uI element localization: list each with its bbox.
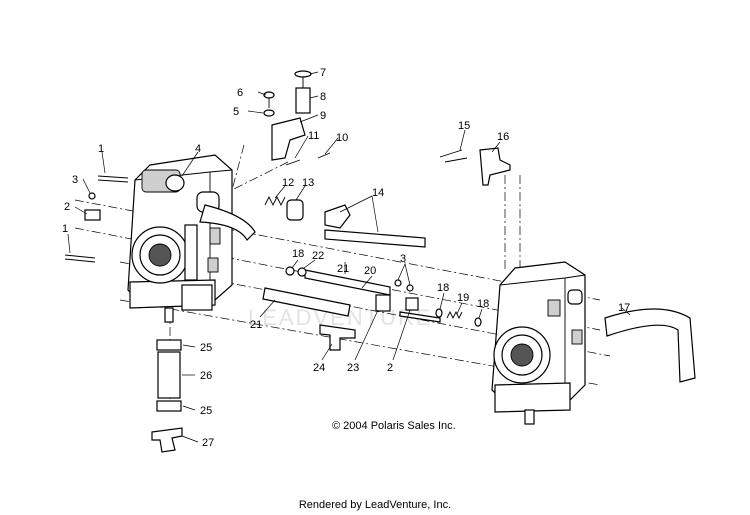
callout-8: 8 xyxy=(320,91,326,103)
callout-27: 27 xyxy=(202,437,214,449)
callout-1: 1 xyxy=(98,143,104,155)
callout-26: 26 xyxy=(200,370,212,382)
callout-4: 4 xyxy=(195,143,201,155)
left-carburetor xyxy=(127,154,256,323)
callout-24: 24 xyxy=(313,362,325,374)
small-parts xyxy=(64,70,511,453)
callout-2-right: 2 xyxy=(387,362,393,374)
callout-1-lower: 1 xyxy=(62,223,68,235)
callout-21: 21 xyxy=(337,263,349,275)
callout-3: 3 xyxy=(72,174,78,186)
callout-17: 17 xyxy=(618,302,630,314)
callout-3-right: 3 xyxy=(400,253,406,265)
callout-10: 10 xyxy=(336,132,348,144)
callout-25: 25 xyxy=(200,342,212,354)
callout-18-right-a: 18 xyxy=(437,282,449,294)
hoses xyxy=(262,229,441,351)
callout-12: 12 xyxy=(282,177,294,189)
callouts: 7 6 8 5 9 4 11 10 1 3 12 13 2 14 1 18 22… xyxy=(62,67,630,449)
callout-5: 5 xyxy=(233,106,239,118)
callout-25-lower: 25 xyxy=(200,405,212,417)
callout-21-lower: 21 xyxy=(250,319,262,331)
rendered-by-credit: Rendered by LeadVenture, Inc. xyxy=(298,499,452,511)
callout-18-right-b: 18 xyxy=(477,298,489,310)
callout-13: 13 xyxy=(302,177,314,189)
callout-23: 23 xyxy=(347,362,359,374)
callout-18: 18 xyxy=(292,248,304,260)
callout-9: 9 xyxy=(320,110,326,122)
callout-14: 14 xyxy=(372,187,384,199)
fuel-line-17 xyxy=(604,308,696,383)
callout-7: 7 xyxy=(320,67,326,79)
callout-6: 6 xyxy=(237,87,243,99)
callout-15: 15 xyxy=(458,120,470,132)
callout-16: 16 xyxy=(497,131,509,143)
right-carburetor xyxy=(491,261,586,425)
callout-20: 20 xyxy=(364,265,376,277)
callout-19: 19 xyxy=(457,292,469,304)
copyright-notice: © 2004 Polaris Sales Inc. xyxy=(332,420,456,432)
callout-2: 2 xyxy=(64,201,70,213)
callout-11: 11 xyxy=(308,130,319,142)
callout-22: 22 xyxy=(312,250,324,262)
leader-lines xyxy=(67,71,631,443)
